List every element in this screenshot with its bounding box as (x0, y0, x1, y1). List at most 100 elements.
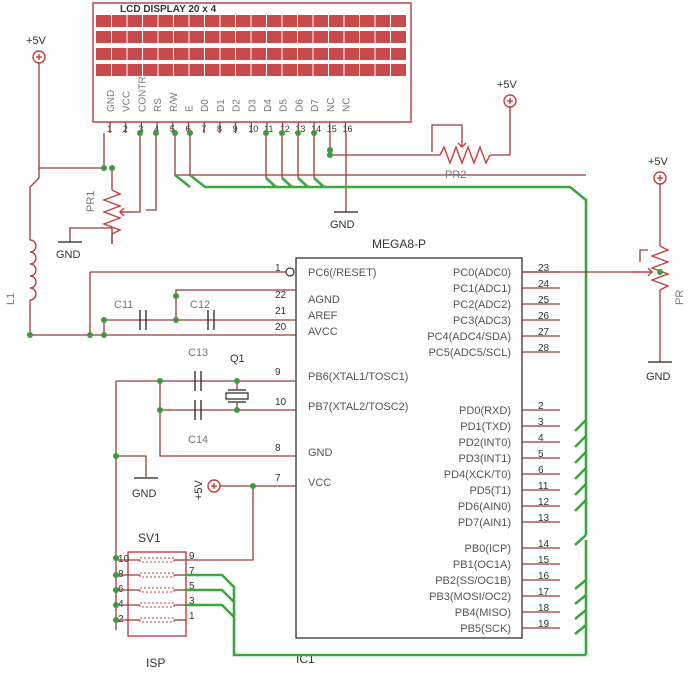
junction-dot (137, 130, 143, 136)
gnd-pr1: GND (56, 241, 82, 261)
svg-text:C11: C11 (114, 299, 133, 311)
plus5v-left-label: +5V (26, 35, 47, 47)
mcu-pin-number: 21 (275, 306, 287, 317)
mcu-pin-label: PC0(ADC0) (453, 267, 511, 279)
lcd-pin-label: GND (106, 90, 117, 112)
junction-dot (311, 130, 317, 136)
mcu-pin-number: 26 (538, 311, 550, 322)
lcd-pin-label: RS (153, 98, 164, 112)
junction-dot (157, 378, 163, 384)
lcd-pin-number: 14 (311, 124, 321, 134)
mcu-pin-number: 2 (538, 401, 544, 412)
svg-text:GND: GND (132, 488, 157, 500)
mcu-pin-number: 1 (275, 263, 281, 274)
junction-dot (187, 130, 193, 136)
junction-dot (327, 152, 333, 158)
junction-dot (113, 555, 119, 561)
junction-dot (101, 317, 107, 323)
junction-dot (234, 407, 240, 413)
junction-dot (101, 165, 107, 171)
junction-dot (234, 378, 240, 384)
junction-dot (101, 332, 107, 338)
junction-dot (153, 130, 159, 136)
mcu-pin-label: PB7(XTAL2/TOSC2) (308, 401, 408, 413)
mcu-pin-number: 25 (538, 295, 550, 306)
lcd-pin-label: D6 (294, 99, 305, 112)
sv1-pin-pair (139, 587, 175, 593)
capacitor-c12: C12 (190, 299, 215, 330)
svg-text:GND: GND (330, 219, 355, 231)
mcu-pin-number: 28 (538, 343, 550, 354)
mcu-pin-label: PB2(SS/OC1B) (435, 575, 511, 587)
lcd-pin-number: 16 (343, 124, 353, 134)
mcu-pin-label: PC4(ADC4/SDA) (427, 331, 511, 343)
junction-dot (657, 269, 663, 275)
svg-text:Q1: Q1 (230, 353, 245, 365)
mcu-pin-label: PD0(RXD) (459, 405, 511, 417)
sv1-pin-number: 1 (189, 611, 195, 622)
svg-text:+5V: +5V (497, 79, 518, 91)
mcu-pin-number: 24 (538, 279, 550, 290)
mcu-pin-label: PB5(SCK) (460, 623, 511, 635)
junction-dot (172, 130, 178, 136)
lcd-pin-number: 10 (248, 124, 258, 134)
sv1-pin-pair (139, 557, 175, 563)
sv1-pin-pair (139, 617, 175, 623)
svg-text:GND: GND (646, 371, 671, 383)
junction-dot (109, 165, 115, 171)
junction-dot (113, 453, 119, 459)
mcu-pin-number: 16 (538, 571, 550, 582)
mcu-pin-label: AGND (308, 294, 340, 306)
mcu-pin-number: 27 (538, 327, 550, 338)
mcu-pin-label: PB0(ICP) (465, 543, 511, 555)
plus5v-pr2: +5V (497, 79, 518, 108)
junction-dot (157, 407, 163, 413)
mcu-pin-number: 23 (538, 263, 550, 274)
mcu-pin-number: 19 (538, 619, 550, 630)
mcu-pin-label: PD4(XCK/T0) (444, 469, 511, 481)
sv1-pin-number: 3 (189, 596, 195, 607)
lcd-pin-number: 12 (280, 124, 290, 134)
lcd-pin-label: R/W (169, 92, 180, 112)
lcd-title: LCD DISPLAY 20 x 4 (120, 4, 217, 15)
lcd-pin-label: NC (342, 98, 353, 112)
sv1-pin-number: 7 (189, 566, 195, 577)
lcd-pin-label: D0 (200, 99, 211, 112)
mcu-pin-label: PC6(/RESET) (308, 267, 376, 279)
capacitor-c13: C13 (188, 347, 208, 391)
junction-dot (173, 317, 179, 323)
lcd-pin-label: D1 (216, 99, 227, 112)
mcu-pin-label: PC1(ADC1) (453, 283, 511, 295)
junction-dot (263, 130, 269, 136)
mcu-pin-label: PD1(TXD) (460, 421, 511, 433)
sv1-pin-pair (139, 602, 175, 608)
mcu-pin-number: 4 (538, 433, 544, 444)
junction-dot (279, 130, 285, 136)
mcu-pin-label: PC2(ADC2) (453, 299, 511, 311)
junction-dot (327, 147, 333, 153)
mcu-pin-label: PD5(T1) (469, 485, 511, 497)
svg-text:C13: C13 (188, 347, 208, 359)
gnd-right: GND (646, 361, 672, 383)
plus5v-right: +5V (648, 156, 669, 185)
mcu-pin-number: 18 (538, 603, 550, 614)
lcd-pin-number: 13 (295, 124, 305, 134)
crystal-q1: Q1 (225, 353, 249, 410)
mcu-pin-number: 3 (538, 417, 544, 428)
mcu-pin-label: PB3(MOSI/OC2) (429, 591, 511, 603)
mcu-pin-label: PD6(AIN0) (458, 501, 511, 513)
svg-text:PR: PR (674, 290, 686, 305)
mcu-pin-label: GND (308, 447, 333, 459)
lcd-pin-number: 15 (327, 124, 337, 134)
sv1-pin-pair (139, 572, 175, 578)
mcu-pin-number: 22 (275, 290, 287, 301)
potentiometer-pr1: PR1 (85, 168, 132, 244)
junction-dot (113, 602, 119, 608)
lcd-pin-label: VCC (122, 91, 133, 112)
mcu-name: MEGA8-P (372, 237, 426, 251)
svg-text:GND: GND (56, 249, 81, 261)
mcu-pin-number: 10 (275, 397, 287, 408)
mcu-pin-label: PD7(AIN1) (458, 517, 511, 529)
mcu-pin-number: 12 (538, 497, 550, 508)
